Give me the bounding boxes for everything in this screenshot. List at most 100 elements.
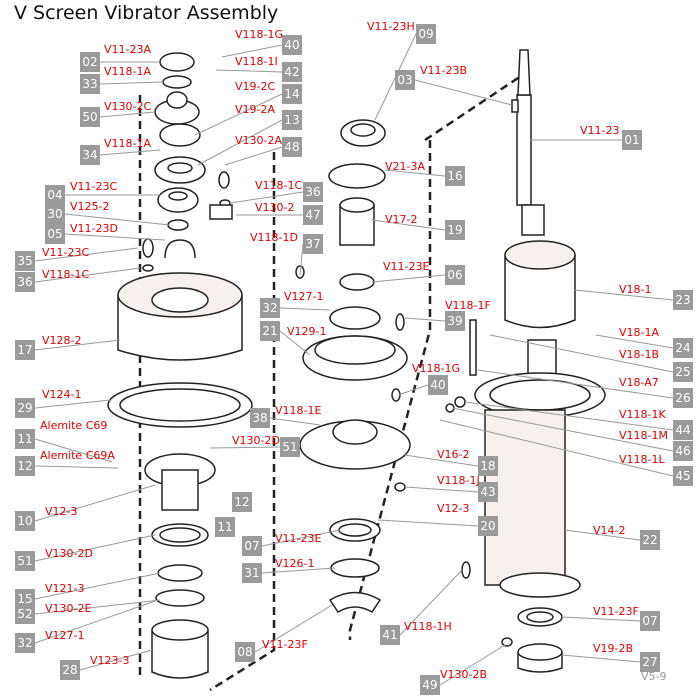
part-label: V14-2: [593, 524, 626, 537]
callout-number-47: 47: [303, 205, 323, 225]
callout-number-36: 36: [303, 182, 323, 202]
callout-number-12: 12: [15, 456, 35, 476]
part-label: V11-23F: [593, 605, 639, 618]
part-label: V118-1J: [437, 474, 480, 487]
leader-line: [34, 572, 161, 600]
callout-number-44: 44: [673, 420, 693, 440]
callout-number-51: 51: [280, 437, 300, 457]
part-label: V11-23E: [383, 260, 430, 273]
leader-line: [489, 334, 674, 373]
part-label: V130-2E: [45, 602, 92, 615]
leader-line: [229, 191, 304, 204]
part-label: V18-1A: [619, 326, 660, 339]
callout-number-13: 13: [282, 110, 302, 130]
part-label: V11-23C: [70, 180, 118, 193]
leader-line: [377, 519, 479, 527]
leader-line: [221, 44, 283, 58]
part-label: V118-1F: [445, 299, 491, 312]
part-label: V130-2: [255, 201, 295, 214]
callout-number-21: 21: [260, 321, 280, 341]
callout-number-24: 24: [673, 338, 693, 358]
leader-line: [439, 419, 674, 477]
part-label: V118-1C: [255, 179, 303, 192]
callout-number-48: 48: [282, 137, 302, 157]
leader-line: [269, 417, 321, 426]
callout-number-12: 12: [232, 492, 252, 512]
leader-line: [34, 438, 113, 463]
leader-line: [464, 401, 674, 431]
page-code: V5-9: [641, 670, 667, 683]
leader-line: [414, 79, 513, 106]
callout-number-45: 45: [673, 466, 693, 486]
callout-number-28: 28: [60, 660, 80, 680]
part-label: V118-1M: [619, 429, 668, 442]
diagram-title: V Screen Vibrator Assembly: [14, 2, 279, 24]
leader-line: [209, 446, 281, 449]
part-label: Alemite C69: [40, 419, 108, 432]
callout-number-39: 39: [445, 311, 465, 331]
callout-number-32: 32: [15, 633, 35, 653]
leader-line: [477, 369, 674, 399]
leader-line: [34, 534, 156, 562]
part-label: V11-23A: [104, 43, 152, 56]
callout-number-31: 31: [242, 563, 262, 583]
part-label: V19-2C: [235, 80, 276, 93]
callout-number-50: 50: [80, 107, 100, 127]
leader-line: [79, 649, 153, 671]
callout-number-51: 51: [15, 551, 35, 571]
part-label: V123-3: [90, 654, 130, 667]
part-label: V11-23: [580, 124, 620, 137]
part-label: V118-1A: [104, 65, 152, 78]
leader-line: [194, 93, 283, 136]
callout-number-41: 41: [380, 625, 400, 645]
callout-number-01: 01: [622, 130, 642, 150]
leader-line: [561, 616, 641, 622]
leader-line: [215, 69, 283, 73]
leader-line: [64, 213, 171, 226]
part-label: V11-23B: [420, 64, 468, 77]
callout-number-26: 26: [673, 388, 693, 408]
leader-line: [34, 599, 159, 644]
leader-line: [34, 399, 111, 409]
callout-number-46: 46: [673, 441, 693, 461]
leader-line: [574, 289, 674, 301]
leader-line: [384, 169, 446, 177]
callout-number-42: 42: [282, 62, 302, 82]
leader-line: [561, 654, 641, 663]
callout-number-19: 19: [445, 220, 465, 240]
part-label: V18-1: [619, 283, 652, 296]
part-label: V118-1A: [104, 137, 152, 150]
leader-line: [279, 307, 331, 311]
callout-number-07: 07: [242, 536, 262, 556]
callout-number-49: 49: [420, 675, 440, 695]
callout-number-08: 08: [235, 642, 255, 662]
part-label: V16-2: [437, 448, 470, 461]
part-label: V129-1: [287, 325, 327, 338]
leader-line: [404, 454, 479, 467]
callout-number-10: 10: [15, 511, 35, 531]
callout-number-03: 03: [395, 70, 415, 90]
part-label: V127-1: [45, 629, 85, 642]
leader-line: [197, 119, 283, 166]
part-label: V11-23C: [42, 246, 90, 259]
leader-line: [34, 465, 119, 469]
part-label: V118-1I: [235, 55, 278, 68]
leader-line: [279, 330, 311, 356]
part-label: V130-2C: [104, 100, 152, 113]
part-label: V121-3: [45, 582, 85, 595]
leader-line: [261, 567, 336, 574]
callout-number-40: 40: [282, 35, 302, 55]
leader-line: [399, 569, 463, 636]
leader-line: [451, 407, 674, 452]
callout-number-30: 30: [45, 204, 65, 224]
callout-number-32: 32: [260, 298, 280, 318]
leader-line: [299, 243, 304, 276]
callout-number-02: 02: [80, 52, 100, 72]
leader-line: [397, 384, 429, 396]
callout-number-36: 36: [15, 272, 35, 292]
callout-number-04: 04: [45, 185, 65, 205]
part-label: V126-1: [275, 557, 315, 570]
callout-number-25: 25: [673, 362, 693, 382]
part-label: V118-1G: [235, 28, 284, 41]
leader-line: [34, 484, 156, 522]
